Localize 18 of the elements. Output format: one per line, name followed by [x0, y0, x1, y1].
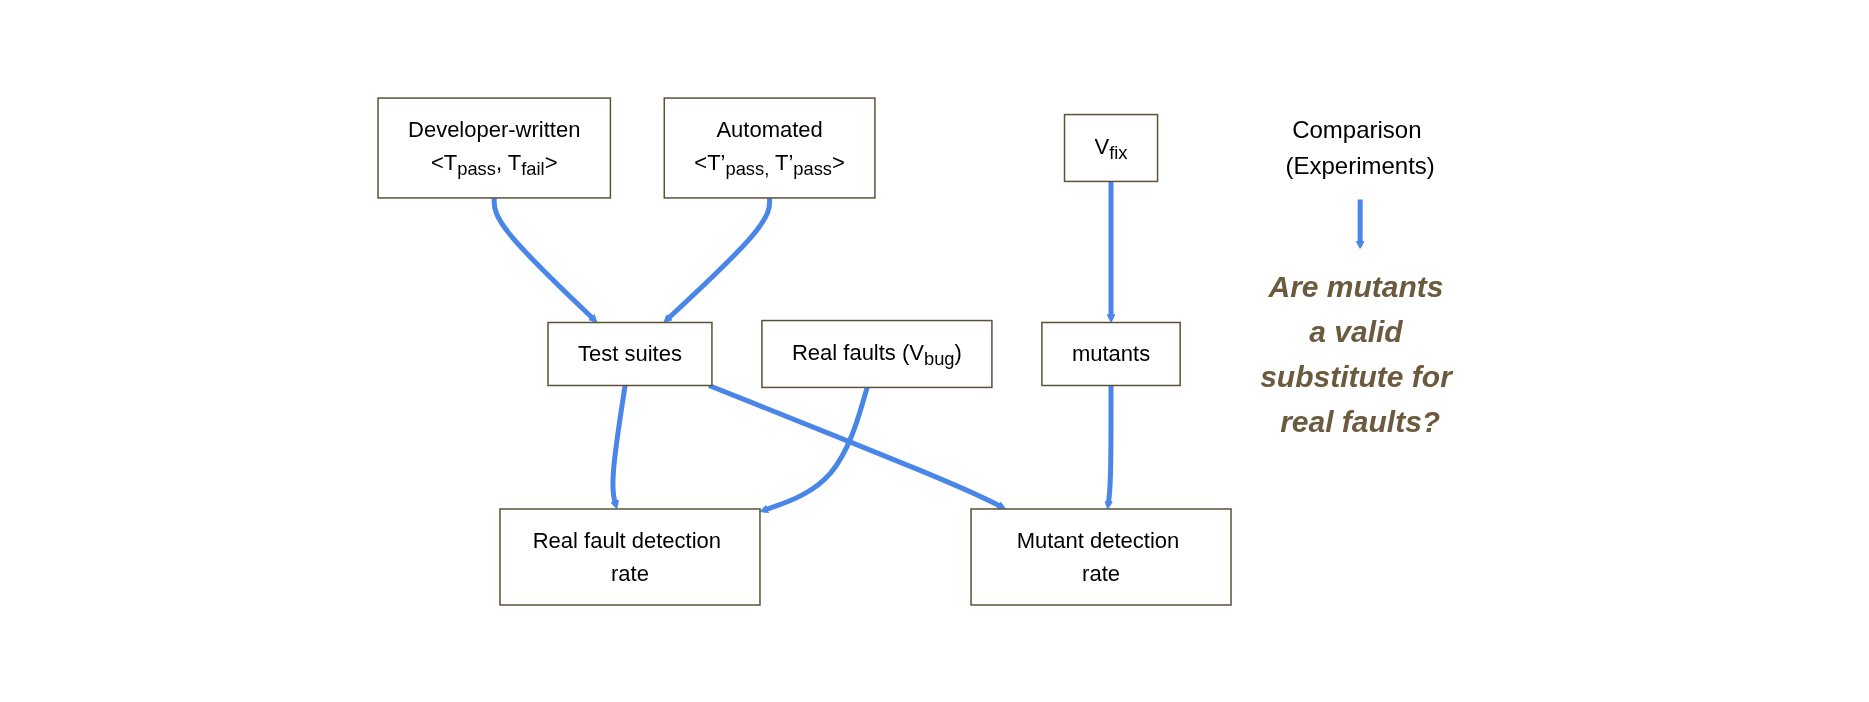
arrow — [708, 383, 1007, 510]
arrow — [759, 386, 870, 514]
node-box: Mutant detection rate — [970, 508, 1233, 606]
arrow — [1107, 181, 1116, 323]
node-box: Real faults (V$_{bug}$) — [761, 319, 994, 389]
node-box: Test suites — [547, 321, 714, 387]
node-box: Developer-written <T$_{pass}$, T$_{fail}$> — [377, 97, 612, 199]
node-box: V$_{fix}$ — [1064, 113, 1159, 183]
arrow — [1104, 385, 1114, 510]
node-text: Are mutants a valid substitute for real faults? — [1260, 269, 1453, 438]
node-box: Real fault detection rate — [499, 508, 762, 606]
arrow — [492, 197, 598, 323]
node-box: Automated <T’$_{pass,}$ T’$_{pass}$> — [663, 97, 877, 199]
node-text: Comparison (Experiments) — [1285, 116, 1436, 179]
arrow — [1356, 199, 1365, 250]
arrow — [610, 385, 628, 510]
node-box: mutants — [1041, 321, 1182, 387]
arrow — [663, 197, 773, 323]
